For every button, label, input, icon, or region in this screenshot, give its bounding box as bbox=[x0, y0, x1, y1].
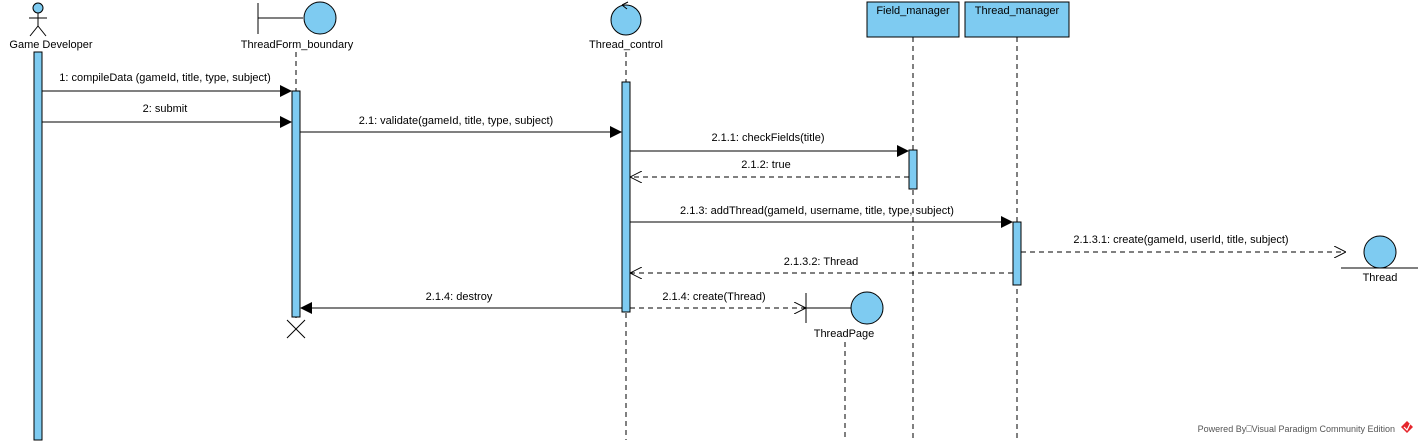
message-2-1-1: 2.1.1: checkFields(title) bbox=[630, 132, 909, 157]
participant-label: Thread_manager bbox=[975, 5, 1060, 17]
message-label: 2.1.4: destroy bbox=[426, 291, 493, 303]
participant-label: Field_manager bbox=[876, 5, 950, 17]
message-label: 2.1.2: true bbox=[741, 159, 791, 171]
message-label: 2.1.1: checkFields(title) bbox=[711, 132, 824, 144]
participant-label: Game Developer bbox=[9, 39, 92, 51]
boundary-icon bbox=[805, 291, 884, 325]
participant-label: ThreadForm_boundary bbox=[241, 39, 354, 51]
activation-field-manager bbox=[908, 149, 918, 190]
participant-game-developer: Game Developer bbox=[9, 2, 93, 51]
participant-box bbox=[866, 1, 960, 38]
visual-paradigm-logo-icon bbox=[1401, 421, 1413, 433]
participant-threadpage: ThreadPage bbox=[805, 291, 884, 340]
participant-label: Thread bbox=[1363, 272, 1398, 284]
participant-threadform-boundary: ThreadForm_boundary bbox=[241, 1, 354, 51]
actor-icon bbox=[29, 2, 47, 37]
activation-thread-control bbox=[621, 81, 631, 313]
participant-label: Thread_control bbox=[589, 39, 663, 51]
participant-thread-control: Thread_control bbox=[589, 1, 663, 51]
message-1: 1: compileData (gameId, title, type, sub… bbox=[42, 72, 292, 97]
participant-box bbox=[964, 1, 1070, 38]
message-2-1-4-destroy: 2.1.4: destroy bbox=[300, 291, 622, 314]
message-label: 2.1: validate(gameId, title, type, subje… bbox=[359, 115, 553, 127]
message-label: 2.1.4: create(Thread) bbox=[662, 291, 765, 303]
boundary-icon bbox=[257, 1, 337, 35]
message-label: 1: compileData (gameId, title, type, sub… bbox=[59, 72, 271, 84]
watermark-text: Powered By⎕Visual Paradigm Community Edi… bbox=[1198, 424, 1395, 434]
control-icon bbox=[610, 1, 642, 36]
watermark: Powered By⎕Visual Paradigm Community Edi… bbox=[1198, 421, 1413, 434]
lifelines bbox=[295, 37, 1018, 440]
participant-label: ThreadPage bbox=[814, 328, 875, 340]
destroy-x-icon bbox=[286, 319, 306, 339]
activation-threadform-boundary bbox=[291, 90, 301, 318]
participant-field-manager: Field_manager bbox=[866, 1, 960, 38]
message-2-1-3: 2.1.3: addThread(gameId, username, title… bbox=[630, 205, 1013, 228]
message-2-1-4-create: 2.1.4: create(Thread) bbox=[630, 291, 805, 308]
message-2-1-2: 2.1.2: true bbox=[631, 159, 909, 177]
activation-game-developer bbox=[33, 51, 43, 441]
message-label: 2: submit bbox=[143, 103, 188, 115]
message-label: 2.1.3.2: Thread bbox=[784, 256, 858, 268]
message-2: 2: submit bbox=[42, 103, 292, 128]
activation-thread-manager bbox=[1012, 221, 1022, 286]
message-2-1-3-2: 2.1.3.2: Thread bbox=[631, 256, 1013, 273]
message-2-1: 2.1: validate(gameId, title, type, subje… bbox=[300, 115, 622, 138]
message-label: 2.1.3.1: create(gameId, userId, title, s… bbox=[1073, 234, 1288, 246]
participant-thread-manager: Thread_manager bbox=[964, 1, 1070, 38]
activations bbox=[33, 51, 1022, 441]
entity-icon bbox=[1341, 235, 1418, 269]
participant-thread: Thread bbox=[1341, 235, 1418, 284]
message-2-1-3-1: 2.1.3.1: create(gameId, userId, title, s… bbox=[1021, 234, 1345, 252]
message-label: 2.1.3: addThread(gameId, username, title… bbox=[680, 205, 954, 217]
